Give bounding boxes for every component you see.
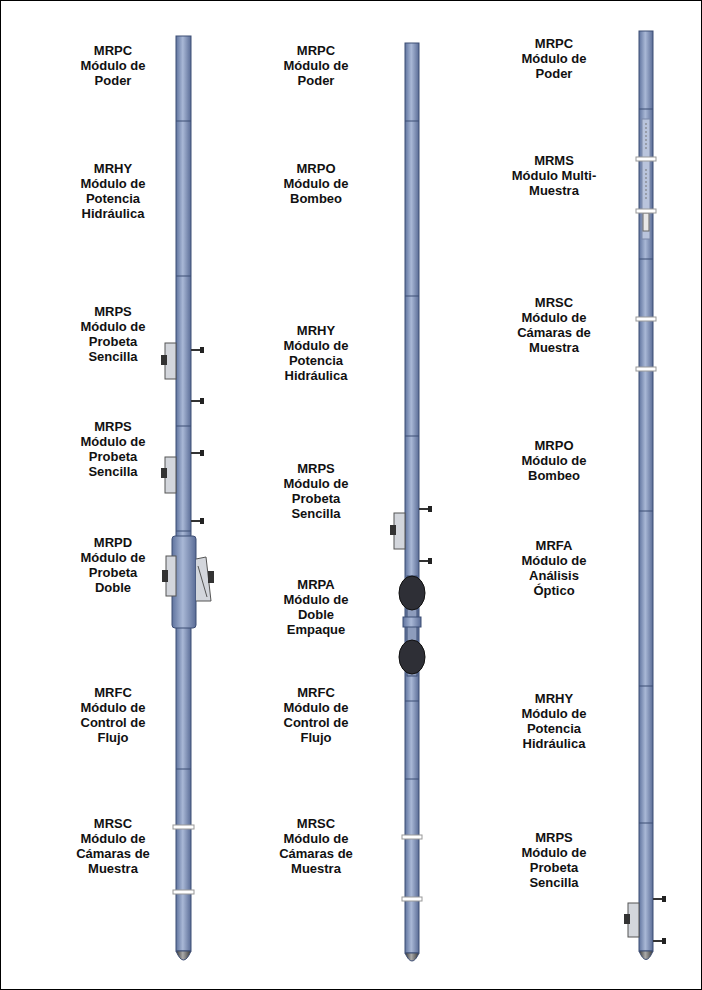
module-label: MRFC Módulo de Control de Flujo bbox=[273, 685, 359, 745]
module-label: MRHY Módulo de Potencia Hidráulica bbox=[511, 691, 597, 751]
module-label: MRPO Módulo de Bombeo bbox=[273, 161, 359, 206]
module-label: MRPC Módulo de Poder bbox=[70, 43, 156, 88]
module-label: MRPS Módulo de Probeta Sencilla bbox=[70, 304, 156, 364]
module-label: MRPD Módulo de Probeta Doble bbox=[70, 535, 156, 595]
module-label: MRFC Módulo de Control de Flujo bbox=[70, 685, 156, 745]
tool-string-3 bbox=[624, 31, 666, 960]
module-label: MRHY Módulo de Potencia Hidráulica bbox=[273, 323, 359, 383]
module-label: MRPC Módulo de Poder bbox=[511, 36, 597, 81]
module-label: MRPA Módulo de Doble Empaque bbox=[273, 577, 359, 637]
tool-string-2 bbox=[390, 43, 432, 961]
module-label: MRSC Módulo de Cámaras de Muestra bbox=[511, 295, 597, 355]
module-label: MRSC Módulo de Cámaras de Muestra bbox=[70, 816, 156, 876]
module-label: MRPS Módulo de Probeta Sencilla bbox=[273, 461, 359, 521]
module-label: MRPC Módulo de Poder bbox=[273, 43, 359, 88]
tool-string-1 bbox=[161, 36, 214, 960]
module-label: MRPO Módulo de Bombeo bbox=[511, 438, 597, 483]
module-label: MRHY Módulo de Potencia Hidráulica bbox=[70, 161, 156, 221]
module-label: MRPS Módulo de Probeta Sencilla bbox=[70, 419, 156, 479]
module-label: MRPS Módulo de Probeta Sencilla bbox=[511, 830, 597, 890]
module-label: MRFA Módulo de Análisis Óptico bbox=[511, 538, 597, 598]
module-label: MRSC Módulo de Cámaras de Muestra bbox=[273, 816, 359, 876]
module-label: MRMS Módulo Multi-Muestra bbox=[511, 153, 597, 198]
